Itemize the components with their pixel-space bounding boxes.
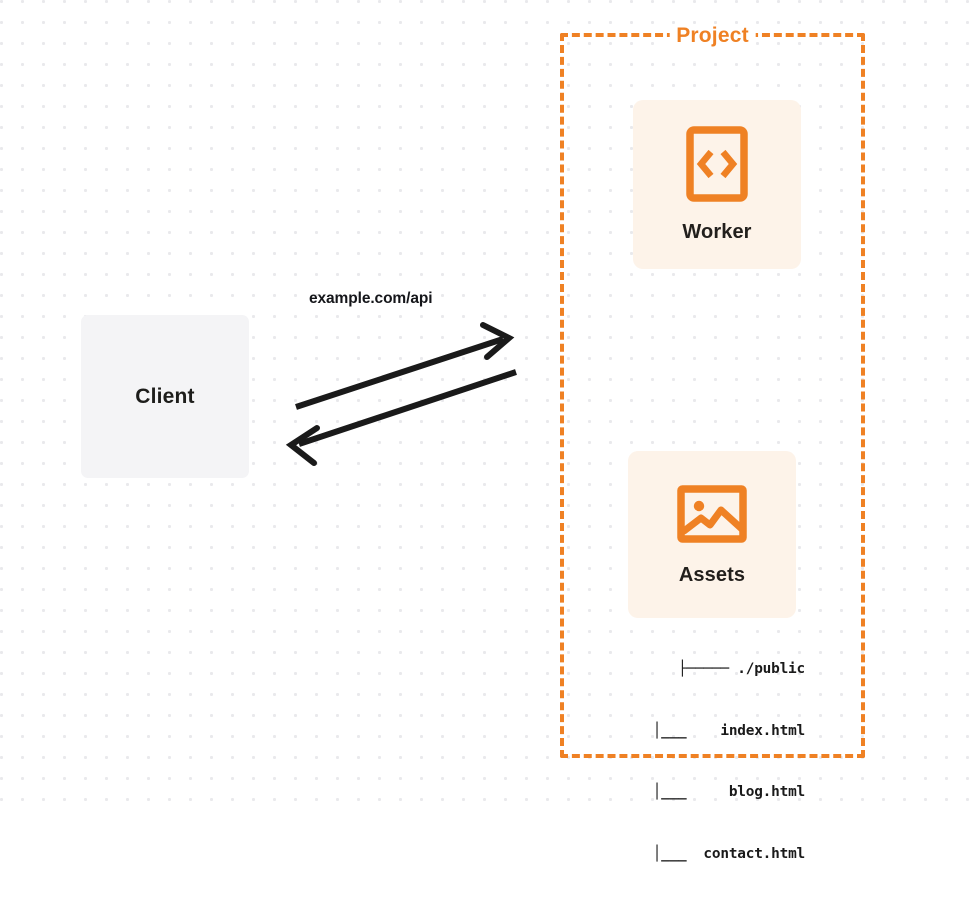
diagram-canvas: Client example.com/api Project Worker (0, 0, 980, 862)
request-arrow (295, 322, 515, 410)
worker-card-label: Worker (682, 220, 752, 243)
connection-label: example.com/api (309, 290, 433, 307)
project-boundary: Project (560, 24, 865, 758)
file-tree-line-blog: │___ blog.html (652, 784, 806, 800)
asset-file-tree: ├───── ./public │___ index.html │___ blo… (560, 618, 806, 905)
code-brackets-icon (686, 125, 748, 207)
file-tree-line-index: │___ index.html (652, 722, 806, 739)
client-label: Client (135, 384, 195, 408)
response-arrow (285, 369, 517, 466)
worker-card[interactable]: Worker (633, 100, 801, 269)
file-tree-line-root: ├───── ./public (678, 661, 805, 677)
assets-card-label: Assets (678, 563, 746, 586)
assets-card[interactable]: Assets (628, 451, 796, 618)
client-node: Client (81, 315, 249, 478)
project-title: Project (669, 24, 756, 48)
image-icon (677, 483, 747, 550)
file-tree-line-contact: │___ contact.html (652, 845, 806, 862)
